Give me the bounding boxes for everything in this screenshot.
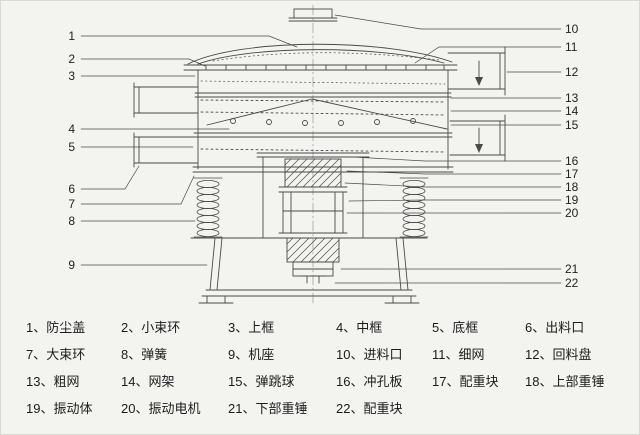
legend-item-21: 21、下部重锤 — [228, 401, 308, 416]
callout-11: 11 — [565, 40, 578, 54]
legend: 1、防尘盖 2、小束环 3、上框 4、中框 5、底框 6、出料口 7、大束环 8… — [1, 309, 639, 418]
legend-item-11: 11、细网 — [432, 347, 485, 362]
callout-22: 22 — [565, 276, 579, 290]
base — [190, 237, 428, 304]
legend-item-20: 20、振动电机 — [121, 401, 201, 416]
callout-numbers: 1 2 3 4 5 6 7 8 9 10 11 12 13 14 15 16 1… — [68, 22, 578, 290]
upper-weight — [284, 158, 342, 188]
legend-item-15: 15、弹跳球 — [228, 374, 295, 389]
callout-3: 3 — [68, 69, 75, 83]
leader-lines-right — [334, 14, 562, 284]
lower-weight — [286, 237, 340, 263]
callout-4: 4 — [68, 122, 75, 136]
legend-item-2: 2、小束环 — [121, 320, 181, 335]
callout-16: 16 — [565, 154, 579, 168]
legend-grid: 1、防尘盖 2、小束环 3、上框 4、中框 5、底框 6、出料口 7、大束环 8… — [26, 319, 635, 418]
left-outlets — [133, 82, 199, 168]
callout-13: 13 — [565, 91, 579, 105]
down-arrow-icon — [475, 60, 483, 86]
callout-12: 12 — [565, 65, 579, 79]
callout-2: 2 — [68, 52, 75, 66]
legend-item-1: 1、防尘盖 — [26, 320, 86, 335]
callout-1: 1 — [68, 29, 75, 43]
callout-18: 18 — [565, 180, 579, 194]
feed-inlet — [288, 8, 338, 22]
callout-10: 10 — [565, 22, 579, 36]
machine-drawing: 1 2 3 4 5 6 7 8 9 10 11 12 13 14 15 16 1… — [1, 1, 639, 309]
legend-item-5: 5、底框 — [432, 320, 479, 335]
springs — [193, 177, 429, 238]
callout-19: 19 — [565, 193, 579, 207]
callout-9: 9 — [68, 258, 75, 272]
right-outlets — [447, 46, 506, 162]
dust-cover — [183, 43, 458, 71]
legend-item-8: 8、弹簧 — [121, 347, 168, 362]
legend-item-3: 3、上框 — [228, 320, 275, 335]
legend-item-7: 7、大束环 — [26, 347, 86, 362]
callout-8: 8 — [68, 214, 75, 228]
legend-item-19: 19、振动体 — [26, 401, 93, 416]
down-arrow-icon — [475, 127, 483, 153]
callout-14: 14 — [565, 104, 579, 118]
legend-item-17: 17、配重块 — [432, 374, 499, 389]
machine-line-drawing: 1 2 3 4 5 6 7 8 9 10 11 12 13 14 15 16 1… — [68, 4, 579, 304]
legend-item-4: 4、中框 — [336, 320, 383, 335]
legend-item-12: 12、回料盘 — [525, 347, 592, 362]
legend-item-13: 13、粗网 — [26, 374, 80, 389]
legend-item-6: 6、出料口 — [525, 320, 585, 335]
callout-6: 6 — [68, 182, 75, 196]
legend-item-16: 16、冲孔板 — [336, 374, 403, 389]
motor-assembly — [256, 152, 370, 284]
callout-5: 5 — [68, 140, 75, 154]
legend-item-10: 10、进料口 — [336, 347, 403, 362]
callout-15: 15 — [565, 118, 579, 132]
legend-item-14: 14、网架 — [121, 374, 175, 389]
callout-20: 20 — [565, 206, 579, 220]
screen-frames — [192, 69, 454, 173]
leader-lines-left — [80, 35, 298, 266]
legend-item-22: 22、配重块 — [336, 401, 403, 416]
legend-item-18: 18、上部重锤 — [525, 374, 605, 389]
callout-17: 17 — [565, 167, 579, 181]
callout-7: 7 — [68, 197, 75, 211]
callout-21: 21 — [565, 262, 579, 276]
legend-item-9: 9、机座 — [228, 347, 275, 362]
